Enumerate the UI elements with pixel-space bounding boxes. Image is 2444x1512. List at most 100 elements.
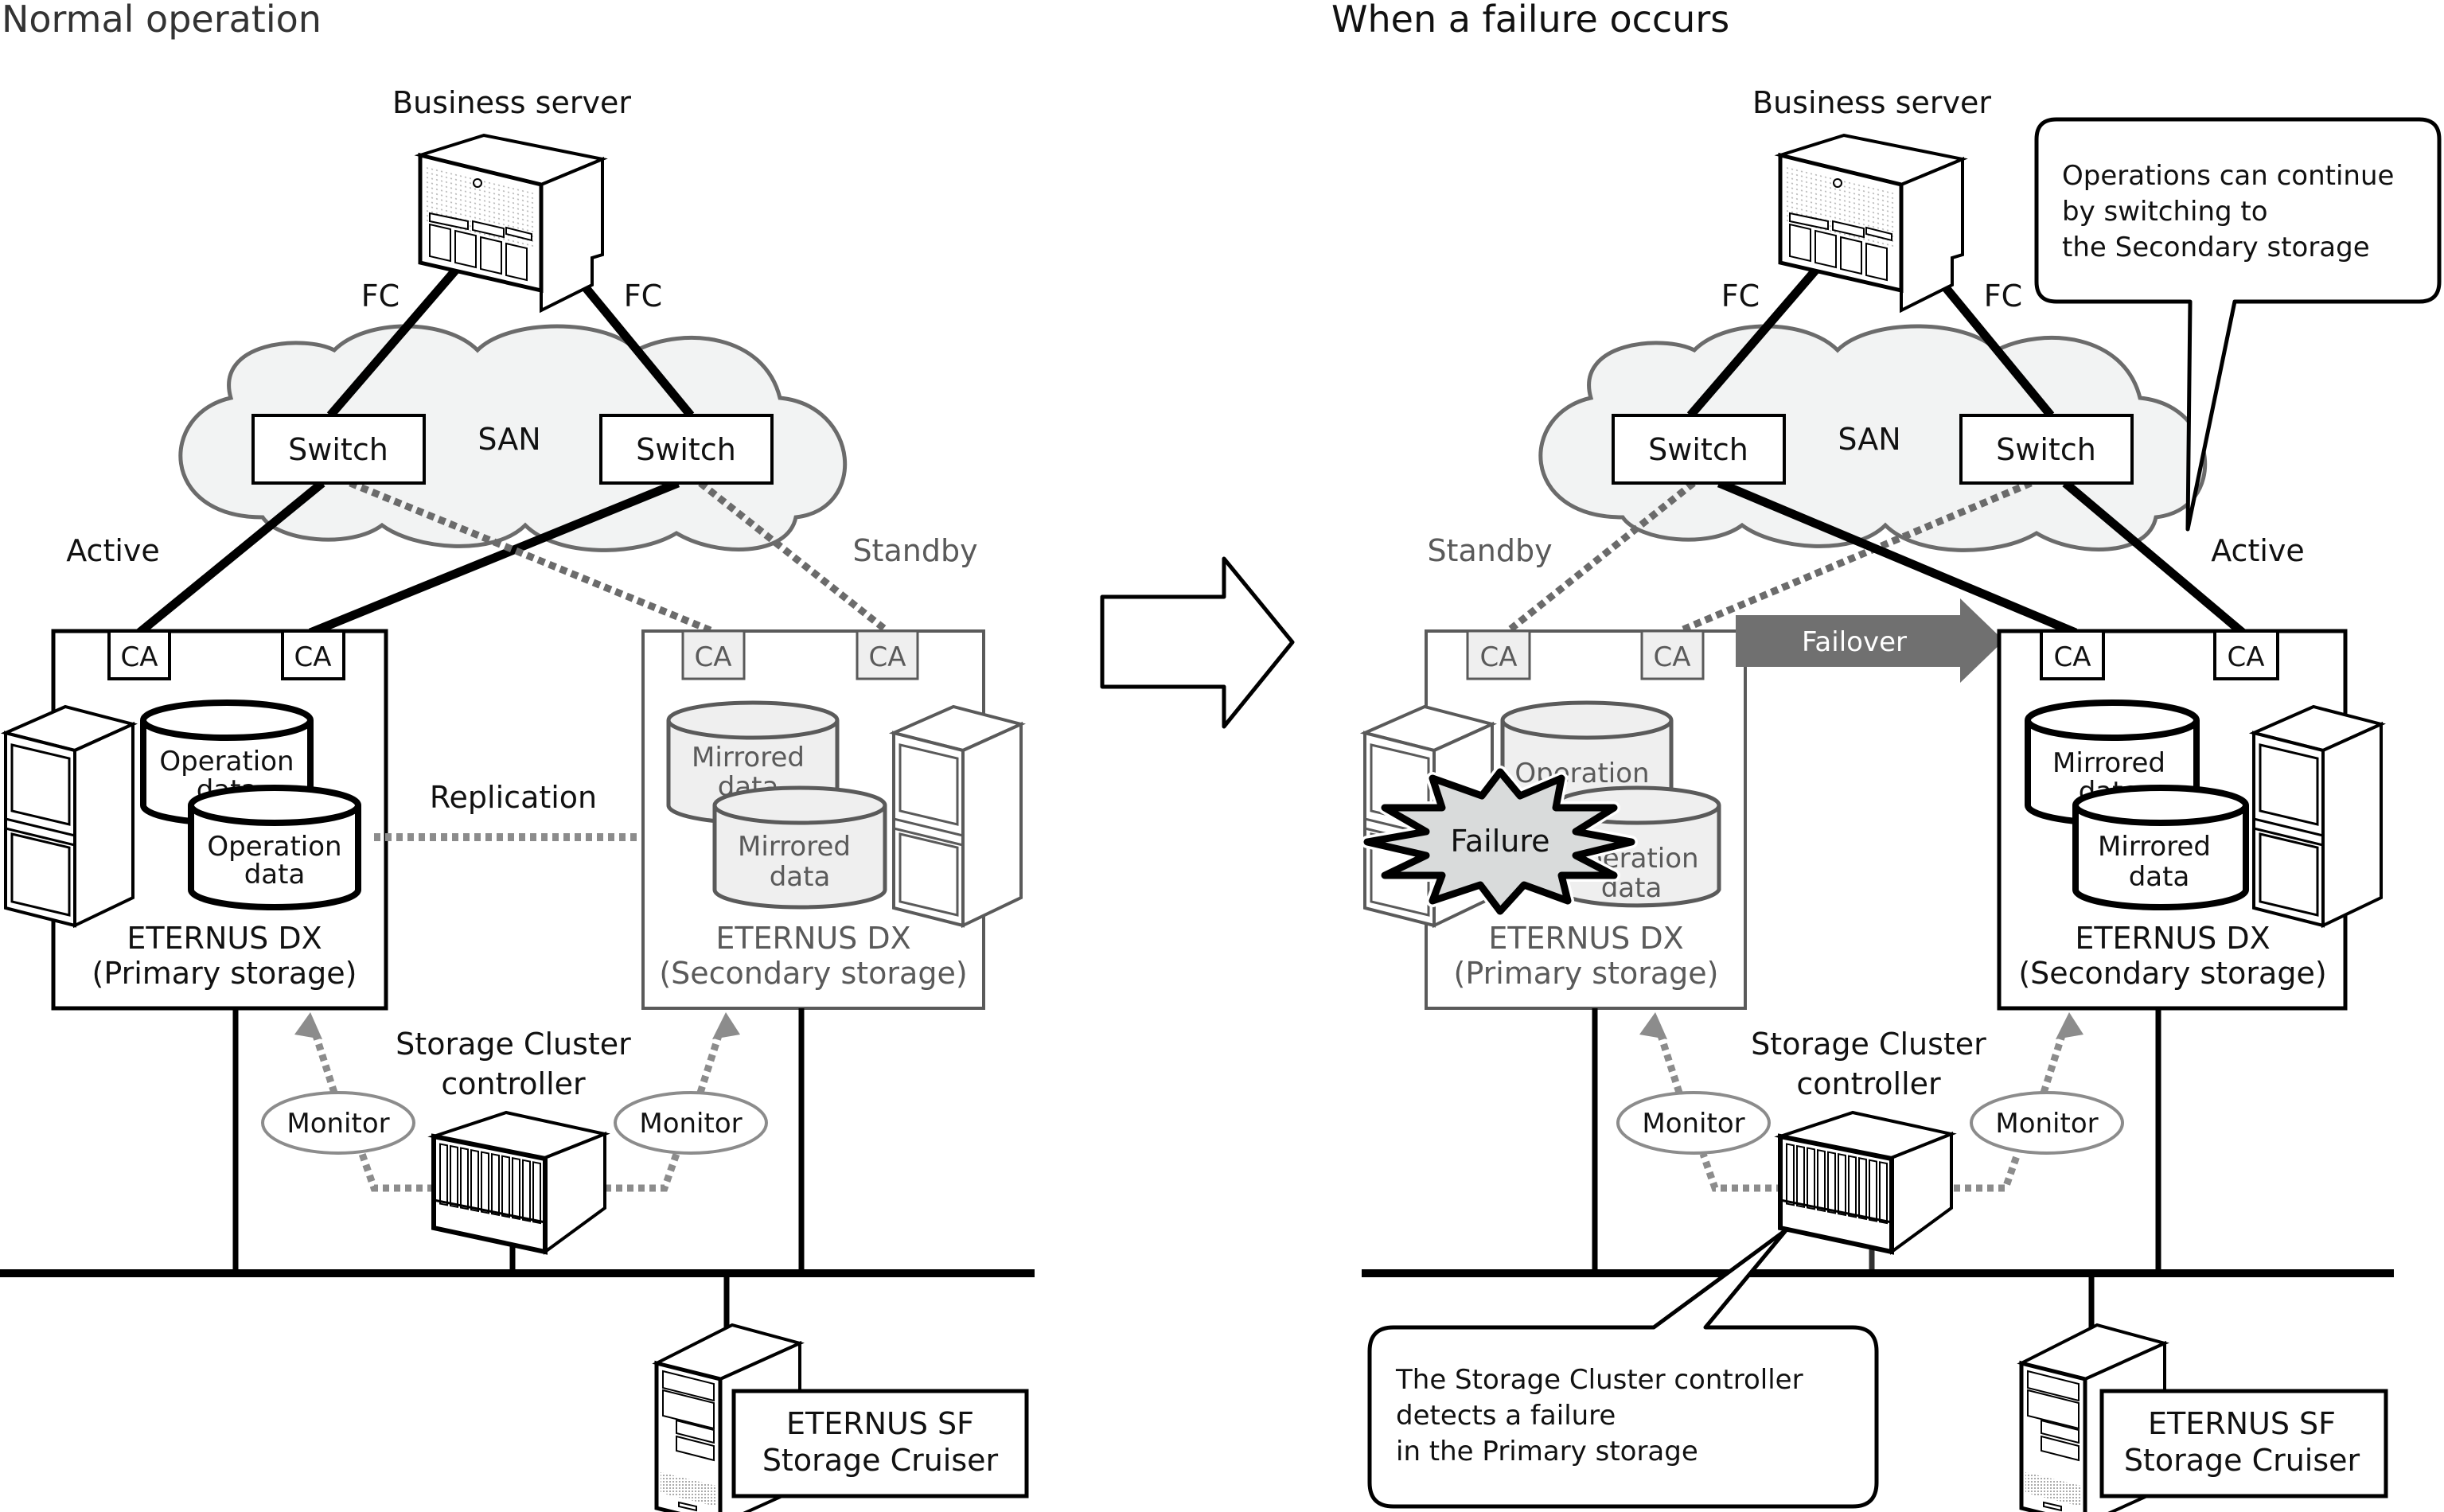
- storage-role: (Primary storage): [1454, 956, 1719, 991]
- volume-cylinder: Mirrored data: [2072, 785, 2249, 910]
- fc-label-left: FC: [1721, 279, 1760, 314]
- monitor-path: [1655, 1029, 1683, 1094]
- replication-label: Replication: [430, 780, 597, 815]
- callout-failure-detected: The Storage Cluster controller detects a…: [1367, 1227, 1879, 1509]
- fc-label-right: FC: [1984, 279, 2022, 314]
- svg-text:data: data: [770, 861, 831, 893]
- monitor-arrowhead: [1639, 1012, 1667, 1039]
- monitor-path: [2040, 1029, 2068, 1094]
- svg-text:Operations can continue: Operations can continue: [2062, 160, 2394, 192]
- svg-text:Storage Cruiser: Storage Cruiser: [2124, 1443, 2360, 1478]
- san-switch-1: Switch: [1612, 414, 1786, 485]
- active-link-2: [2062, 479, 2246, 637]
- storage-cruiser-box: ETERNUS SF Storage Cruiser: [2099, 1389, 2388, 1498]
- controller-label: Storage Cluster: [1751, 1027, 1986, 1062]
- san-cloud: [178, 324, 848, 552]
- active-link-1: [136, 479, 325, 637]
- svg-text:Operation: Operation: [159, 746, 294, 777]
- active-link-1: [1717, 478, 2078, 637]
- monitor-bubble: Monitor: [614, 1091, 768, 1155]
- svg-text:CA: CA: [1480, 641, 1518, 673]
- fc-label-right: FC: [624, 279, 662, 314]
- svg-text:Mirrored: Mirrored: [2052, 747, 2165, 779]
- svg-text:CA: CA: [695, 641, 732, 673]
- svg-text:ETERNUS SF: ETERNUS SF: [786, 1406, 974, 1441]
- ca-port: CA: [2040, 629, 2105, 680]
- fc-link-left: [326, 262, 464, 419]
- path-label-active: Active: [66, 533, 160, 568]
- controller-label: controller: [441, 1066, 586, 1101]
- svg-text:CA: CA: [294, 641, 332, 673]
- svg-text:CA: CA: [2228, 641, 2265, 673]
- ca-port: CA: [681, 629, 746, 680]
- svg-text:Monitor: Monitor: [1995, 1108, 2098, 1140]
- monitor-bubble: Monitor: [1616, 1091, 1771, 1155]
- svg-text:The Storage Cluster controller: The Storage Cluster controller: [1395, 1364, 1803, 1396]
- panel-normal-operation: Normal operation Switch SAN Switch Busin…: [0, 0, 1035, 1512]
- svg-text:Switch: Switch: [636, 432, 736, 467]
- callout-continue-operations: Operations can continue by switching to …: [2034, 117, 2442, 532]
- svg-text:Storage Cruiser: Storage Cruiser: [762, 1443, 999, 1478]
- san-switch-2: Switch: [599, 414, 774, 485]
- svg-text:ETERNUS SF: ETERNUS SF: [2148, 1406, 2336, 1441]
- business-server-label: Business server: [1752, 85, 1991, 120]
- fc-label-left: FC: [361, 279, 400, 314]
- ca-port: CA: [1640, 629, 1705, 680]
- panel-title: When a failure occurs: [1331, 0, 1729, 41]
- storage-name: ETERNUS DX: [2075, 921, 2270, 956]
- ca-port: CA: [107, 629, 171, 680]
- svg-text:Switch: Switch: [1648, 432, 1748, 467]
- svg-text:Mirrored: Mirrored: [738, 831, 851, 863]
- svg-text:Switch: Switch: [1996, 432, 2096, 467]
- san-cloud: [1538, 324, 2208, 552]
- monitor-arrowhead: [2056, 1012, 2083, 1039]
- blade-server-icon: [1780, 1113, 1951, 1252]
- svg-text:Mirrored: Mirrored: [692, 742, 805, 774]
- monitor-path: [605, 1152, 680, 1192]
- svg-text:in the Primary storage: in the Primary storage: [1396, 1436, 1698, 1467]
- storage-role: (Secondary storage): [2018, 956, 2326, 991]
- svg-text:by switching to: by switching to: [2062, 196, 2268, 228]
- monitor-path: [358, 1152, 434, 1192]
- storage-name: ETERNUS DX: [715, 921, 910, 956]
- blade-server-icon: [434, 1113, 605, 1252]
- panel-title: Normal operation: [2, 0, 322, 41]
- standby-link-1: [349, 479, 714, 635]
- path-label-standby: Standby: [1427, 533, 1552, 568]
- svg-text:data: data: [2129, 861, 2190, 893]
- san-label: SAN: [477, 422, 540, 457]
- panel-failure: When a failure occurs Switch SAN Switch …: [1331, 0, 2442, 1512]
- storage-name: ETERNUS DX: [127, 921, 322, 956]
- monitor-path: [1699, 1152, 1783, 1192]
- monitor-arrowhead: [712, 1012, 740, 1039]
- svg-text:CA: CA: [869, 641, 906, 673]
- failure-burst: Failure: [1361, 766, 1638, 918]
- svg-text:the Secondary storage: the Secondary storage: [2062, 232, 2370, 263]
- monitor-path: [696, 1029, 724, 1094]
- san-label: SAN: [1838, 422, 1900, 457]
- svg-text:Mirrored: Mirrored: [2098, 831, 2211, 863]
- monitor-arrowhead: [294, 1012, 322, 1039]
- standby-link-1: [1506, 480, 1696, 634]
- monitor-bubble: Monitor: [1970, 1091, 2124, 1155]
- svg-text:Switch: Switch: [288, 432, 388, 467]
- volume-cylinder: Mirrored data: [712, 785, 887, 910]
- path-label-standby: Standby: [852, 533, 977, 568]
- san-switch-1: Switch: [251, 414, 426, 485]
- failure-label: Failure: [1450, 824, 1549, 859]
- standby-link-2: [1678, 479, 2033, 635]
- primary-storage-failed: CA CA Operation Operation data Failure E…: [1361, 629, 1747, 1010]
- svg-text:detects a failure: detects a failure: [1396, 1400, 1616, 1432]
- active-link-2: [308, 478, 680, 637]
- svg-text:Monitor: Monitor: [639, 1108, 742, 1140]
- secondary-storage-active: CA CA Mirrored data Mirrored data ETERNU…: [1997, 629, 2383, 1011]
- secondary-storage: CA CA Mirrored data Mirrored data ETERNU…: [641, 629, 1023, 1010]
- path-label-active: Active: [2211, 533, 2305, 568]
- controller-label: Storage Cluster: [396, 1027, 631, 1062]
- right-arrow-icon: [1100, 556, 1295, 729]
- failover-arrow: Failover: [1736, 598, 2004, 683]
- storage-cabinet-icon: [892, 705, 1023, 927]
- monitor-path: [1954, 1152, 2021, 1192]
- svg-text:CA: CA: [2054, 641, 2091, 673]
